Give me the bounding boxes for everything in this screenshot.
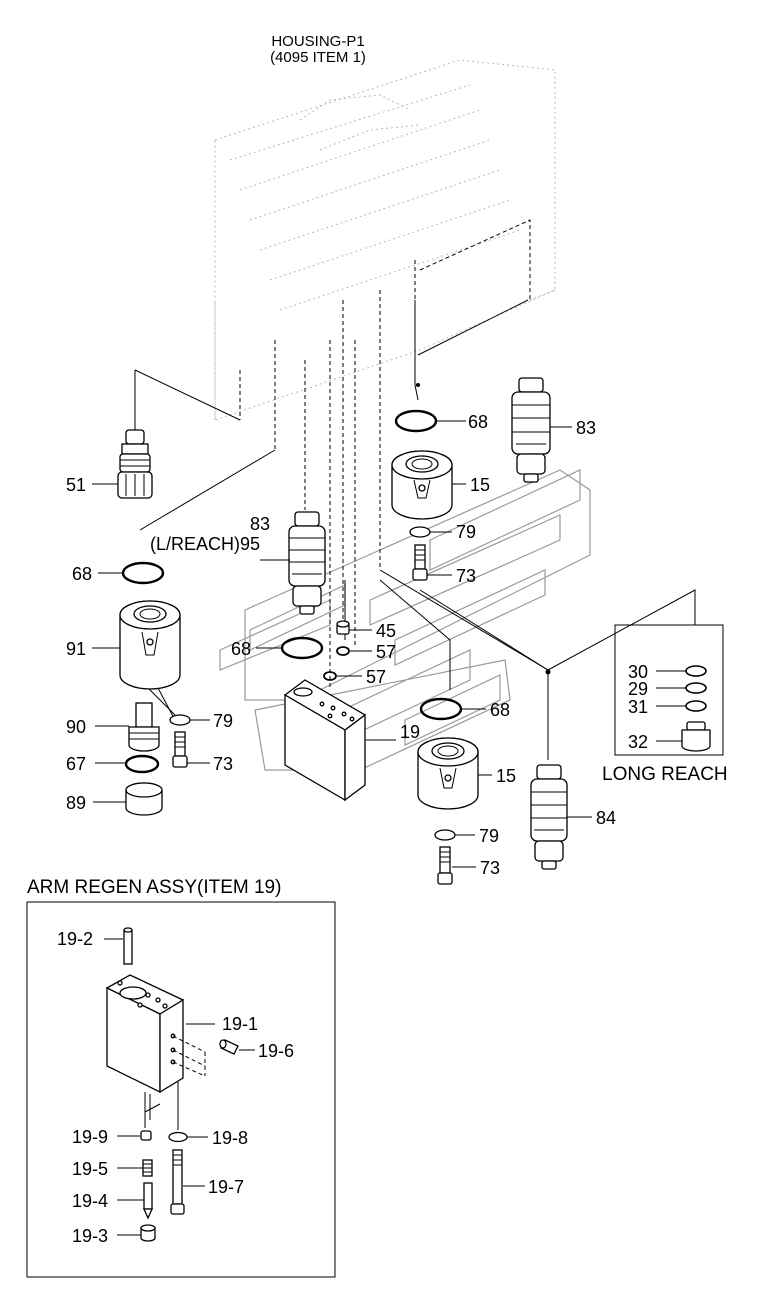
label-79-top: 79	[456, 522, 476, 542]
label-32: 32	[628, 732, 648, 752]
cap-19-3	[140, 1224, 156, 1242]
plug-19-6	[219, 1039, 239, 1055]
bolt-19-7	[170, 1149, 185, 1215]
arm-regen-title: ARM REGEN ASSY(ITEM 19)	[27, 877, 281, 898]
housing-title: HOUSING-P1	[271, 33, 364, 50]
seat-19-9	[140, 1130, 152, 1141]
spool-90	[128, 702, 160, 752]
label-29: 29	[628, 679, 648, 699]
housing-phantom-lower	[219, 469, 591, 771]
pin-19-2	[123, 927, 133, 965]
arm-regen-box: 19-2 19-1 19-6 19-9 19-8 19-5 19-7 19-4 …	[26, 901, 336, 1278]
o-ring-68-right	[419, 697, 463, 721]
label-90: 90	[66, 717, 86, 737]
label-19-5: 19-5	[72, 1159, 108, 1179]
label-79-lower: 79	[479, 826, 499, 846]
label-73-top: 73	[456, 566, 476, 586]
label-68-top: 68	[468, 412, 488, 432]
long-reach-box	[614, 624, 724, 756]
o-ring-57-lower	[323, 671, 337, 681]
washer-79-left	[169, 714, 191, 726]
bolt-73-lower	[437, 846, 453, 885]
label-73-lower: 73	[480, 858, 500, 878]
label-95-long-reach: (L/REACH)95	[150, 534, 260, 554]
label-83-center: 83	[250, 514, 270, 534]
relief-valve-83-center	[288, 511, 326, 615]
spring-19-5	[142, 1159, 153, 1177]
label-30: 30	[628, 662, 648, 682]
label-leaders	[92, 420, 686, 868]
label-89: 89	[66, 793, 86, 813]
plug-45	[336, 620, 350, 635]
label-19: 19	[400, 722, 420, 742]
poppet-19-4	[142, 1182, 154, 1220]
washer-79-lower	[434, 829, 456, 841]
label-57-lower: 57	[366, 667, 386, 687]
o-ring-68-top	[394, 409, 438, 433]
label-91: 91	[66, 639, 86, 659]
housing-subtitle: (4095 ITEM 1)	[270, 49, 366, 66]
label-19-1: 19-1	[222, 1014, 258, 1034]
o-ring-67	[124, 754, 160, 774]
valve-body-15-lower	[417, 737, 479, 810]
label-15-top: 15	[470, 475, 490, 495]
o-ring-68-center	[280, 636, 324, 660]
assembly-lines	[134, 219, 696, 760]
label-84: 84	[596, 808, 616, 828]
long-reach-title: LONG REACH	[602, 764, 728, 785]
plug-51	[117, 429, 153, 499]
label-57-upper: 57	[376, 642, 396, 662]
label-15-lower: 15	[496, 766, 516, 786]
label-19-4: 19-4	[72, 1191, 108, 1211]
arm-regen-block-19	[283, 679, 367, 802]
part-labels: 51 68 83 15 79 73 83 (L/REACH)95 68 91 6…	[66, 412, 648, 878]
label-51: 51	[66, 475, 86, 495]
label-67: 67	[66, 754, 86, 774]
o-ring-30	[685, 665, 707, 677]
bolt-73-left	[172, 731, 188, 768]
label-19-8: 19-8	[212, 1128, 248, 1148]
housing-phantom	[214, 59, 556, 421]
relief-valve-83-right	[511, 377, 551, 483]
washer-19-8	[168, 1131, 188, 1143]
label-68-right: 68	[490, 700, 510, 720]
label-73-left: 73	[213, 754, 233, 774]
label-79-left: 79	[213, 711, 233, 731]
o-ring-68-left	[121, 561, 165, 585]
plug-89	[125, 782, 163, 816]
label-19-3: 19-3	[72, 1226, 108, 1246]
o-ring-31	[685, 700, 707, 712]
label-83-right: 83	[576, 418, 596, 438]
relief-valve-84	[530, 764, 568, 870]
label-31: 31	[628, 697, 648, 717]
label-19-6: 19-6	[258, 1041, 294, 1061]
label-19-7: 19-7	[208, 1177, 244, 1197]
label-45: 45	[376, 621, 396, 641]
washer-79-top	[409, 526, 431, 538]
plug-32	[681, 721, 711, 752]
o-ring-57-upper	[336, 646, 350, 656]
label-68-left: 68	[72, 564, 92, 584]
o-ring-29	[685, 682, 707, 694]
block-19-1	[105, 974, 185, 1094]
label-68-center: 68	[231, 639, 251, 659]
label-19-2: 19-2	[57, 929, 93, 949]
valve-body-15-top	[391, 450, 453, 520]
bolt-73-top	[412, 544, 428, 581]
valve-body-91	[119, 600, 181, 690]
label-19-9: 19-9	[72, 1127, 108, 1147]
